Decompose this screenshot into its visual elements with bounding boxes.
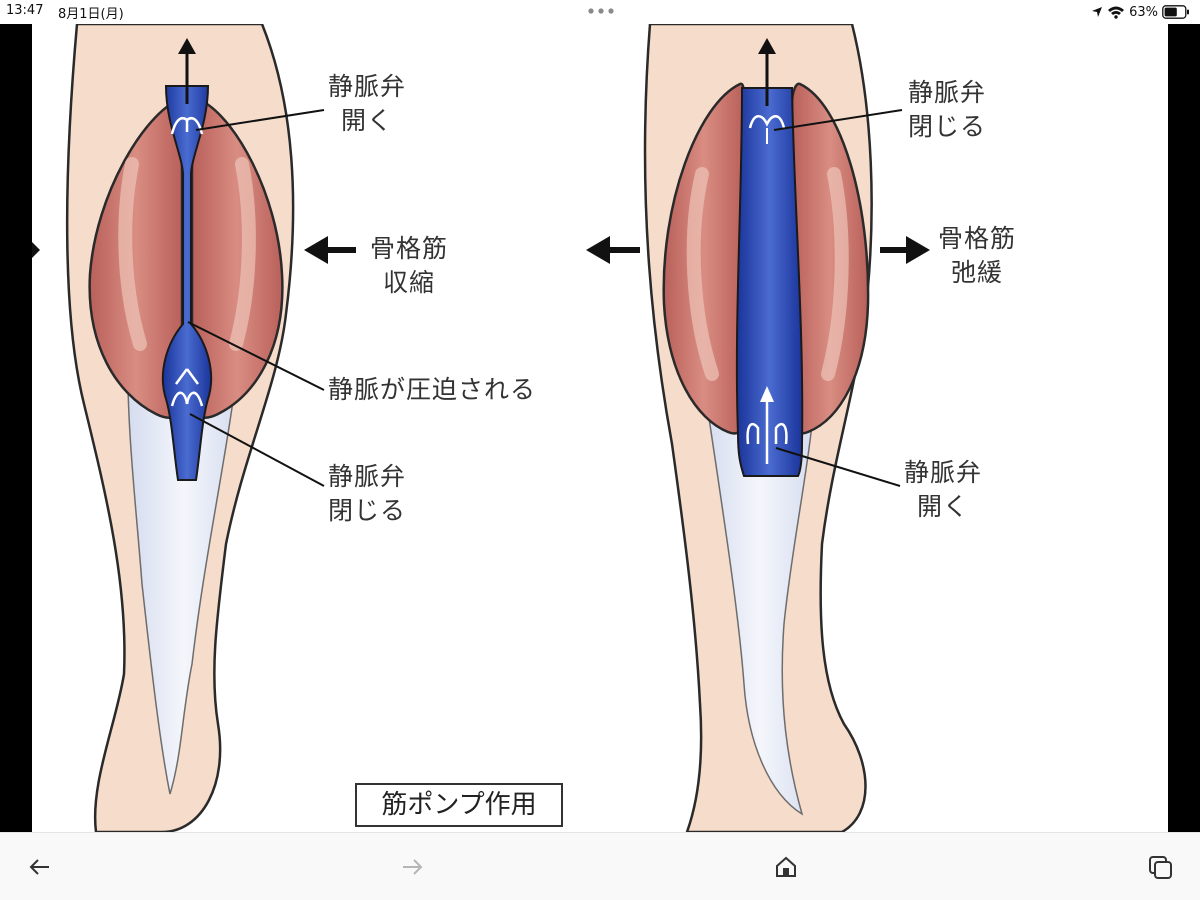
label-muscle-relax: 骨格筋 弛緩 [938,224,1017,287]
label-muscle-contract: 骨格筋 収縮 [370,234,449,297]
label-vein-compressed: 静脈が圧迫される [328,375,537,404]
label-valve-close-bottom: 静脈弁 閉じる [328,462,407,525]
label-valve-close-top: 静脈弁 閉じる [908,78,987,141]
left-leg [32,24,356,832]
battery-percent: 63% [1129,4,1158,20]
forward-arrow-icon[interactable] [398,853,426,881]
label-valve-open-top: 静脈弁 開く [328,72,407,135]
status-indicators: 63% [1091,2,1190,22]
label-valve-open-bottom: 静脈弁 開く [904,458,983,521]
letterbox-right [1168,24,1200,832]
tabs-icon[interactable] [1146,853,1174,881]
wifi-icon [1108,6,1125,19]
figure-caption: 筋ポンプ作用 [355,783,563,827]
right-vein [735,87,804,477]
calf-diagram-svg [32,24,930,832]
battery-icon [1162,5,1189,19]
multitasking-dots-icon[interactable] [586,6,616,16]
status-time: 13:47 [6,3,44,18]
right-leg [586,24,930,832]
status-bar: 13:47 8月1日(月) 63% [0,0,1200,24]
back-arrow-icon[interactable] [26,853,54,881]
letterbox-left [0,24,32,832]
browser-toolbar [0,832,1200,900]
right-leg-tendon [703,383,817,816]
status-date: 8月1日(月) [58,7,124,22]
left-leg-tendon [127,343,241,795]
left-vein [161,85,213,481]
location-arrow-icon [1092,7,1103,17]
home-icon[interactable] [772,853,800,881]
muscle-pump-illustration: 静脈弁 開く 骨格筋 収縮 静脈が圧迫される 静脈弁 閉じる 静脈弁 閉じる 骨… [32,24,1168,832]
